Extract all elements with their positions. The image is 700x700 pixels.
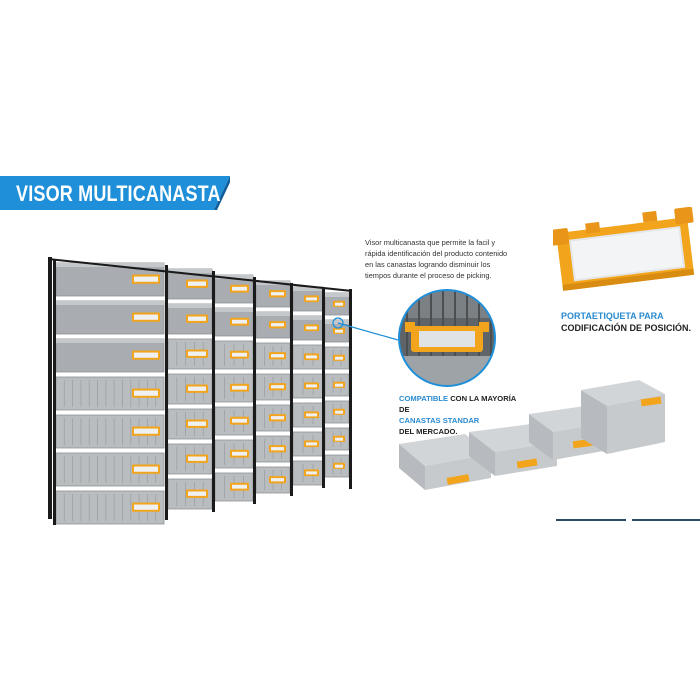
banner-shape	[0, 176, 230, 210]
description-line: Visor multicanasta que permite la facil …	[365, 238, 496, 247]
rack-label	[134, 466, 158, 472]
rack-label	[232, 451, 247, 456]
rack-label	[306, 326, 317, 330]
rack-label	[188, 421, 206, 426]
product-description: Visor multicanasta que permite la facil …	[365, 237, 550, 281]
banner-title: VISOR MULTICANASTA	[16, 181, 221, 206]
rack-label	[271, 478, 284, 482]
label-holder-image	[553, 207, 695, 291]
rack-label	[306, 384, 317, 388]
rack-label	[232, 286, 247, 291]
rack-label	[335, 356, 343, 360]
rack-label	[271, 354, 284, 358]
rack-label	[306, 471, 317, 475]
rack-label	[335, 464, 343, 468]
rack-label	[134, 276, 158, 282]
rack-post	[165, 265, 168, 520]
rack-post	[48, 257, 52, 519]
crate-rim	[293, 316, 323, 320]
decorative-rule	[556, 519, 700, 521]
label-caption-highlight: PORTAETIQUETA PARA	[561, 311, 664, 321]
crate-shallow-large	[399, 434, 491, 490]
description-line: en las canastas logrando disminuir los	[365, 260, 491, 269]
rack-label	[271, 385, 284, 389]
crate-tall	[581, 380, 665, 454]
crate-rim	[325, 293, 349, 297]
crate-rim	[168, 304, 212, 308]
crates-illustration	[399, 380, 665, 490]
crate-rim	[215, 275, 253, 279]
rack-illustration	[47, 257, 353, 525]
rack-label	[134, 390, 158, 396]
rack-label	[134, 314, 158, 320]
rack-label	[306, 297, 317, 301]
rack-label	[271, 323, 284, 327]
crate-rim	[293, 287, 323, 291]
rack-beam	[47, 258, 353, 292]
crate-rim	[56, 301, 164, 305]
description-line: tiempos durante el proceso de picking.	[365, 271, 492, 280]
rack-label	[271, 447, 284, 451]
crate-rim	[256, 312, 290, 316]
rack-label	[232, 352, 247, 357]
rack-label	[188, 491, 206, 496]
label-caption-line: CODIFICACIÓN DE POSICIÓN.	[561, 323, 692, 333]
rack-post	[322, 289, 325, 488]
rack-label	[306, 442, 317, 446]
compatibility-line: DEL MERCADO.	[399, 427, 458, 436]
rack-label	[232, 385, 247, 390]
description-line: rápida identificación del producto conte…	[365, 249, 508, 258]
rack-label	[134, 428, 158, 434]
crate-rim	[325, 320, 349, 324]
rack-label	[134, 504, 158, 510]
title-banner: VISOR MULTICANASTA	[0, 176, 230, 210]
rack-label	[188, 316, 206, 321]
rack-label	[335, 329, 343, 333]
compatibility-note: COMPATIBLE CON LA MAYORÍA DE CANASTAS ST…	[399, 393, 519, 437]
rack-label	[232, 319, 247, 324]
rack-label	[271, 292, 284, 296]
rack-label	[188, 351, 206, 356]
rack-post	[290, 283, 293, 496]
rack-label	[188, 386, 206, 391]
rack-label	[335, 383, 343, 387]
rack-post	[253, 277, 256, 504]
rack-post	[349, 289, 352, 489]
rack-label	[134, 352, 158, 358]
compatibility-rest: CON LA MAYORÍA DE	[399, 394, 517, 414]
compatibility-line: CANASTAS STANDAR	[399, 416, 480, 425]
rack-label	[335, 437, 343, 441]
compatibility-line: COMPATIBLE CON LA MAYORÍA DE	[399, 393, 519, 415]
rack-label	[306, 355, 317, 359]
rack-label	[271, 416, 284, 420]
rack-label	[188, 281, 206, 286]
rack-label	[232, 418, 247, 423]
rack-post	[53, 259, 56, 525]
rack-label	[335, 410, 343, 414]
label-holder-caption: PORTAETIQUETA PARA CODIFICACIÓN DE POSIC…	[561, 310, 700, 334]
rack-post	[212, 271, 215, 512]
crate-rim	[168, 269, 212, 273]
compatibility-highlight: COMPATIBLE	[399, 394, 449, 403]
rack-label	[335, 302, 343, 306]
rack-label	[232, 484, 247, 489]
rack-label	[306, 413, 317, 417]
zoom-detail-image	[398, 289, 496, 387]
rack-label	[188, 456, 206, 461]
crate-rim	[56, 339, 164, 343]
crate-rim	[215, 308, 253, 312]
